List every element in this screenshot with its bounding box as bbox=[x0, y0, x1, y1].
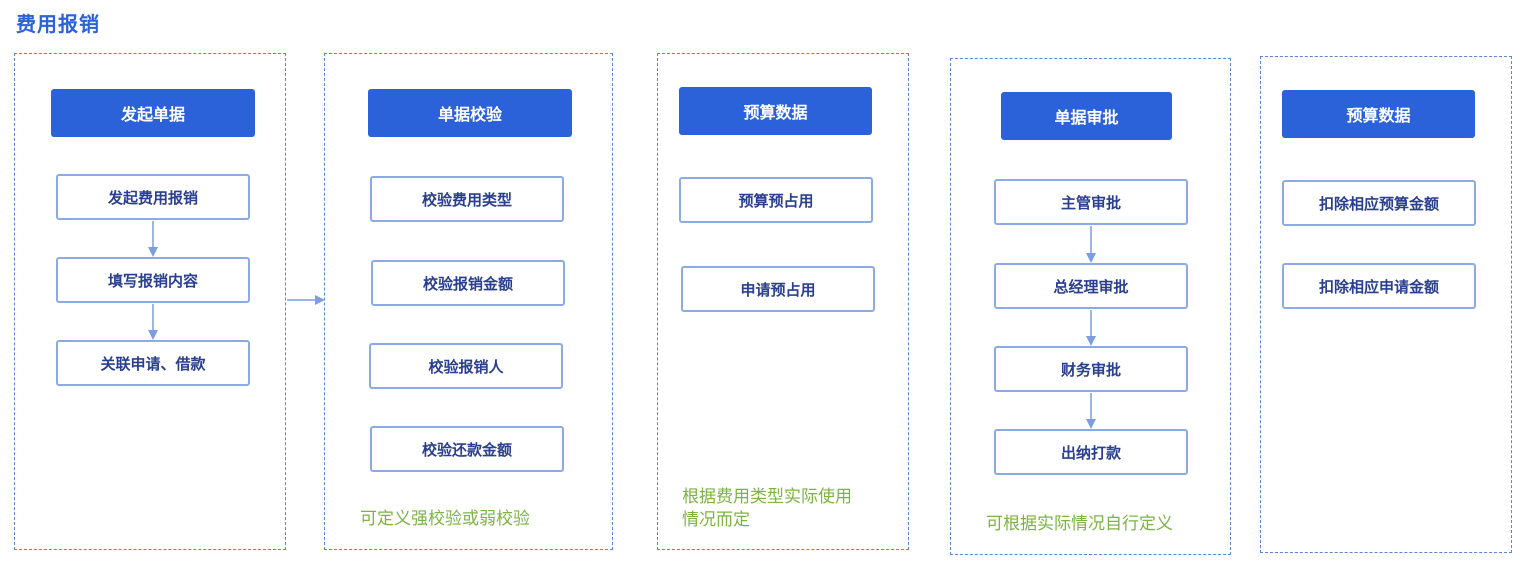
column-initiate bbox=[14, 53, 286, 550]
column-note-line: 根据费用类型实际使用 bbox=[682, 487, 852, 507]
column-note: 根据费用类型实际使用 情况而定 bbox=[682, 486, 852, 532]
step-box: 发起费用报销 bbox=[56, 174, 250, 220]
column-header: 预算数据 bbox=[679, 87, 872, 135]
page-title: 费用报销 bbox=[16, 12, 100, 36]
step-box: 预算预占用 bbox=[679, 177, 873, 223]
step-box: 校验报销金额 bbox=[371, 260, 565, 306]
step-box: 主管审批 bbox=[994, 179, 1188, 225]
column-budget-occupy bbox=[657, 53, 909, 550]
step-box: 校验费用类型 bbox=[370, 176, 564, 222]
column-header: 单据审批 bbox=[1001, 92, 1172, 140]
column-note: 可定义强校验或弱校验 bbox=[360, 509, 530, 529]
step-box: 扣除相应预算金额 bbox=[1282, 180, 1476, 226]
step-box: 申请预占用 bbox=[681, 266, 875, 312]
step-box: 校验报销人 bbox=[369, 343, 563, 389]
column-note: 可根据实际情况自行定义 bbox=[986, 514, 1173, 534]
column-approval bbox=[950, 58, 1231, 555]
column-header: 预算数据 bbox=[1282, 90, 1475, 138]
step-box: 填写报销内容 bbox=[56, 257, 250, 303]
step-box: 财务审批 bbox=[994, 346, 1188, 392]
step-box: 总经理审批 bbox=[994, 263, 1188, 309]
column-header: 单据校验 bbox=[368, 89, 572, 137]
column-header: 发起单据 bbox=[51, 89, 255, 137]
step-box: 关联申请、借款 bbox=[56, 340, 250, 386]
step-box: 出纳打款 bbox=[994, 429, 1188, 475]
column-note-line: 情况而定 bbox=[682, 510, 750, 530]
column-budget-deduct bbox=[1260, 56, 1512, 553]
step-box: 扣除相应申请金额 bbox=[1282, 263, 1476, 309]
step-box: 校验还款金额 bbox=[370, 426, 564, 472]
